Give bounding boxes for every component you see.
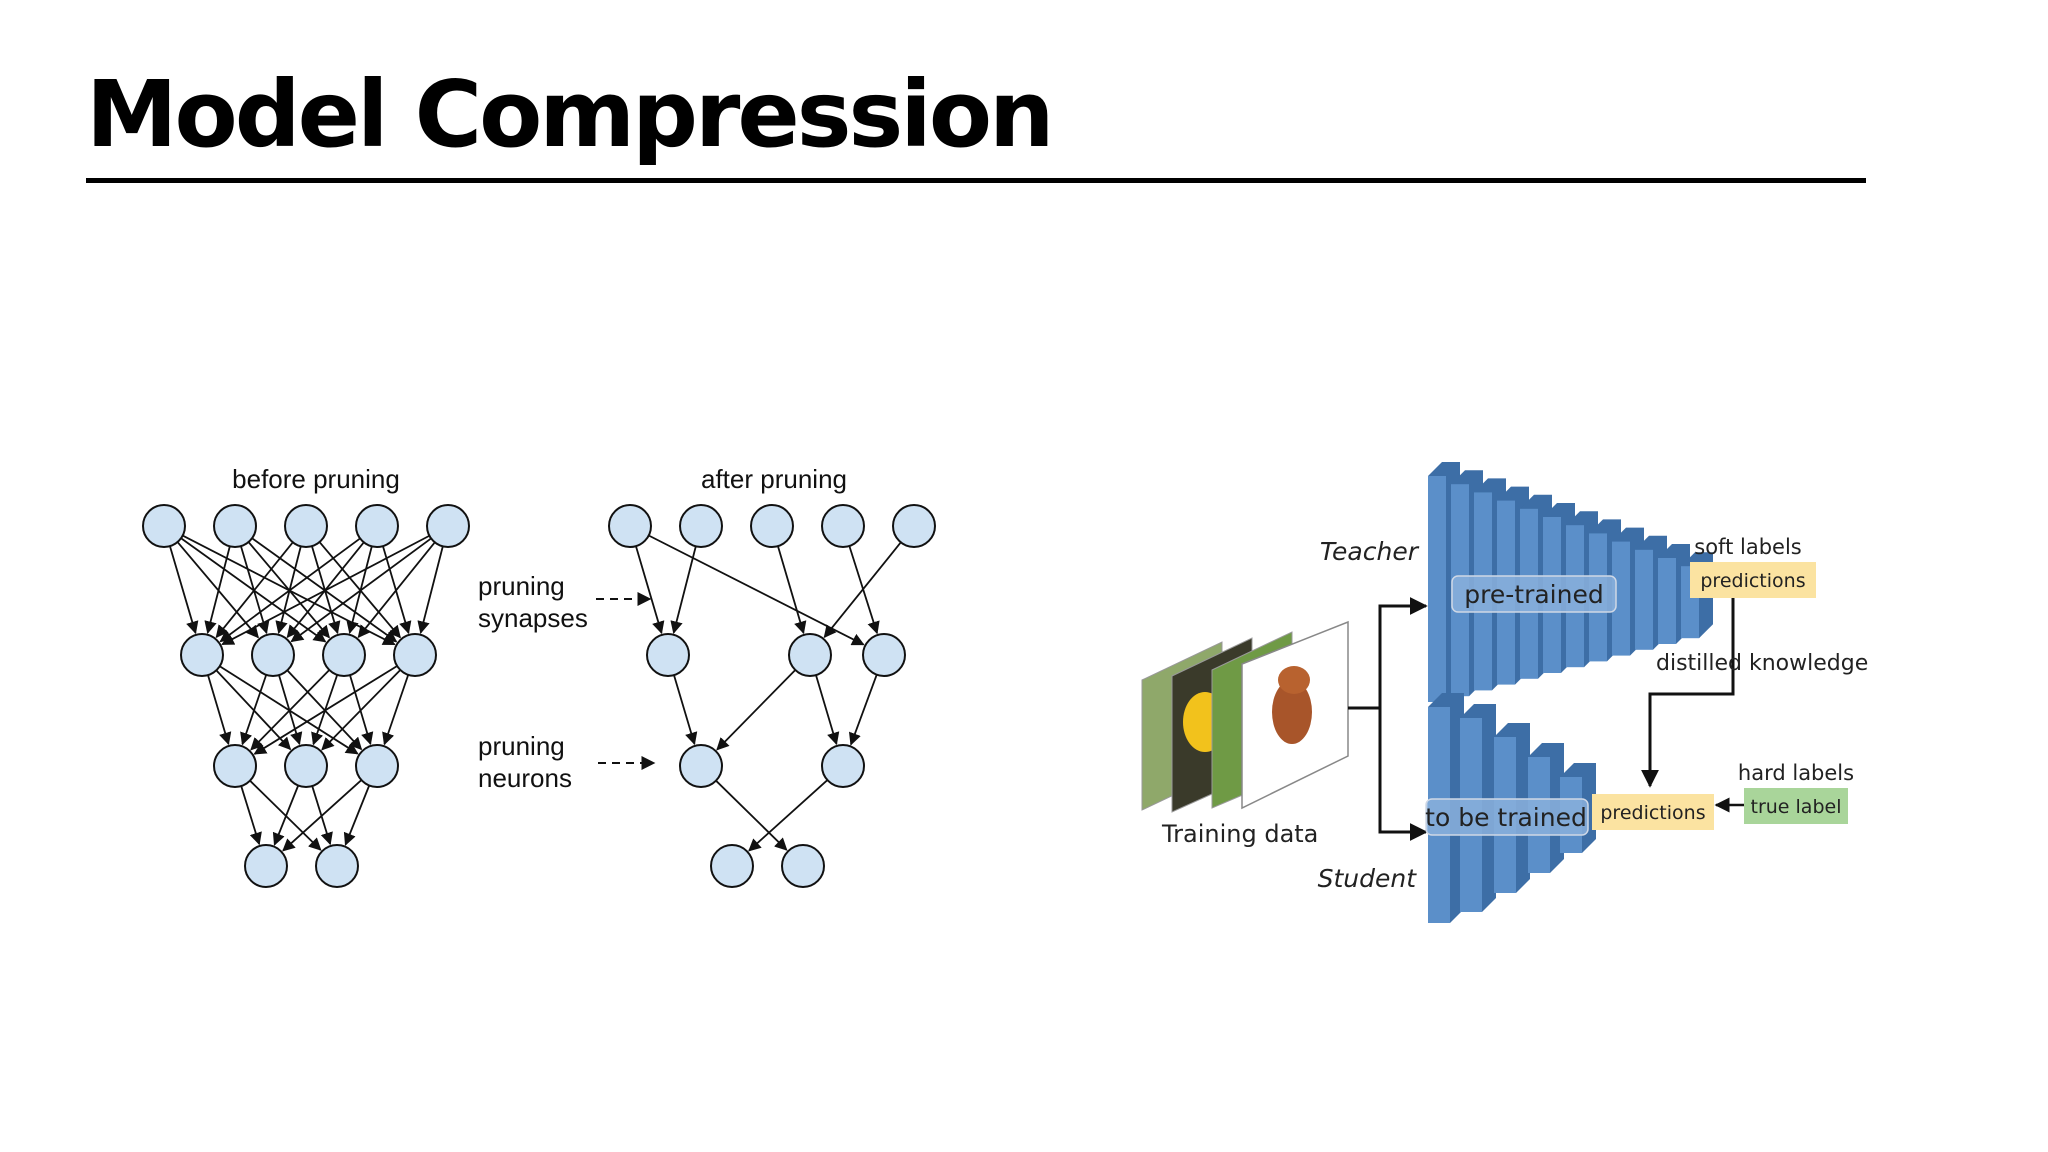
synapse-edge [169,545,199,635]
synapse-edge [204,546,231,634]
synapse-edge [635,545,665,635]
synapse-edge [219,537,361,643]
teacher-label: Teacher [1320,537,1420,566]
synapse-edge [249,780,322,851]
teacher-layer [1635,549,1653,650]
student-input-arrow [1378,708,1428,841]
hard-labels-label: hard labels [1738,761,1854,785]
neuron [679,744,723,788]
synapse-edge [848,674,878,746]
student-predictions-label: predictions [1600,802,1705,824]
synapse-edge [207,674,232,746]
to-be-trained-label: to be trained [1425,803,1587,832]
neuron [608,504,652,548]
neuron [710,844,754,888]
after-pruning-label: after pruning [701,464,847,494]
neuron [788,633,832,677]
title-underline [86,178,1866,183]
synapse-edge [823,541,902,639]
pretrained-label: pre-trained [1464,580,1603,609]
true-label-text: true label [1751,796,1842,818]
synapse-edge [777,545,807,635]
neuron [322,633,366,677]
distilled-knowledge-text: distilled knowledge [1656,651,1868,676]
neuron [646,633,690,677]
pretrained-box [1451,575,1617,613]
synapse-edge [215,541,294,639]
synapse-edge [382,674,410,746]
neuron [315,844,359,888]
pruning-neurons-label-line2: neurons [478,763,572,793]
synapse-edge [290,537,432,643]
pruning-synapses-label-line2: synapses [478,603,588,633]
synapse-edge [253,665,398,755]
teacher-predictions-label: predictions [1700,570,1805,592]
neuron [142,504,186,548]
slide-title: Model Compression [86,61,1055,168]
student-predictions-box [1592,794,1714,830]
neuron [180,633,224,677]
neuron [284,504,328,548]
synapse-edge [221,534,430,646]
synapse-edge [240,785,262,846]
neuron [862,633,906,677]
teacher-input-arrow [1348,597,1428,710]
synapse-edge [272,785,300,846]
synapse-edge [240,674,268,746]
before-pruning-network [142,504,470,888]
before-pruning-label: before pruning [232,464,400,494]
neuron [892,504,936,548]
synapse-edge [250,669,330,751]
neuron [244,844,288,888]
teacher-layer [1612,541,1630,656]
neuron [426,504,470,548]
training-data-label: Training data [1161,820,1318,848]
training-images [1141,620,1349,813]
neuron [679,504,723,548]
after-pruning-network [608,504,936,888]
synapse-edge [357,541,436,639]
teacher-layer [1658,558,1676,644]
synapse-edge [670,546,697,634]
synapse-edge [417,546,444,634]
neuron [213,504,257,548]
neuron [821,504,865,548]
true-label-box [1744,788,1848,824]
synapse-edge [748,779,829,852]
distillation-arrow [1641,598,1735,788]
synapse-edge [311,785,333,846]
synapse-edge [321,669,401,751]
pruning-diagram: before pruning after pruning pruning syn… [142,464,936,888]
neuron [821,744,865,788]
synapse-edge [282,779,363,852]
synapse-edge [715,780,788,851]
neuron [355,744,399,788]
neuron [284,744,328,788]
distillation-diagram: Training data pre-trained Teacher to be … [1141,462,1868,923]
soft-labels-label: soft labels [1694,535,1801,559]
synapse-edge [815,674,840,746]
neuron [213,744,257,788]
pruning-neurons-label-line1: pruning [478,731,565,761]
student-label: Student [1318,864,1418,893]
synapse-edge [716,669,796,751]
teacher-layer [1428,476,1446,702]
teacher-predictions-box [1690,562,1816,598]
neuron [355,504,399,548]
neuron [251,633,295,677]
teacher-network [1428,462,1713,702]
synapse-edge [673,674,698,746]
to-be-trained-box [1425,798,1589,836]
neuron [750,504,794,548]
neuron [393,633,437,677]
neuron [781,844,825,888]
synapse-edge [343,785,371,846]
pruning-synapses-label-line1: pruning [478,571,565,601]
distilled-label: distilled knowledge [1656,651,1868,676]
